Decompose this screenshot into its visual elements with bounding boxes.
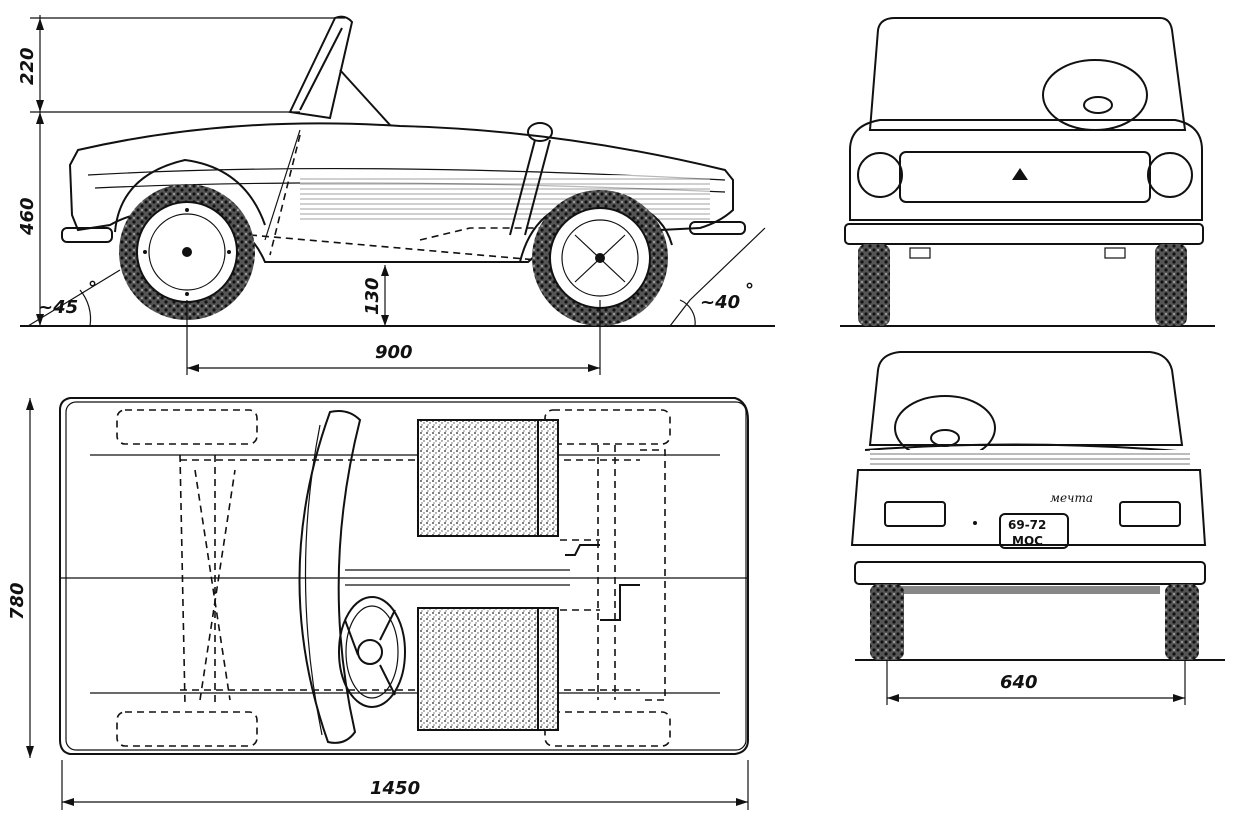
svg-text:°: ° <box>745 280 754 301</box>
license-plate-line1: 69-72 <box>1008 518 1046 532</box>
side-windshield <box>288 15 354 120</box>
dim-approach-angle: ~45 <box>38 297 78 318</box>
dim-wheelbase: 900 <box>375 342 413 363</box>
rear-body <box>850 469 1207 546</box>
top-rear-wheel-right <box>544 711 671 747</box>
front-tire-left <box>858 244 890 326</box>
svg-text:°: ° <box>88 278 97 299</box>
license-plate <box>999 513 1069 549</box>
side-rear-bumper <box>689 221 746 235</box>
front-emblem <box>1012 168 1028 180</box>
dim-height-windshield: 220 <box>17 47 38 85</box>
dim-height-body: 460 <box>17 197 38 236</box>
side-front-wheel <box>119 184 255 320</box>
rear-taillight-right <box>1119 501 1181 527</box>
dim-track: 640 <box>1000 672 1038 693</box>
top-rear-wheel-left <box>544 409 671 445</box>
rear-badge: мечта <box>1050 491 1093 505</box>
rear-tire-left <box>870 584 904 660</box>
front-body <box>849 119 1203 221</box>
license-plate-line2: МОС <box>1012 534 1043 548</box>
side-view: 220 460 130 900 ~45 ~40 ° ° <box>17 15 775 375</box>
top-seat-left <box>417 419 559 537</box>
rear-view: мечта 69-72 МОС 640 <box>850 351 1225 705</box>
dim-length: 1450 <box>370 778 420 799</box>
front-grille <box>899 151 1151 203</box>
top-windshield <box>298 410 362 744</box>
rear-bumper <box>854 561 1206 585</box>
top-steering-wheel <box>338 596 406 708</box>
front-headlight-left <box>857 152 903 198</box>
rear-taillight-left <box>884 501 946 527</box>
rear-tire-right <box>1165 584 1199 660</box>
side-front-bumper <box>61 227 113 243</box>
front-bumper <box>844 223 1204 245</box>
dim-width: 780 <box>7 582 28 620</box>
front-view <box>840 17 1215 327</box>
top-front-wheel-right <box>116 711 258 747</box>
front-tire-right <box>1155 244 1187 326</box>
top-view: 780 1450 <box>7 397 749 810</box>
rear-windshield <box>868 351 1184 446</box>
side-headrest <box>527 122 553 142</box>
dim-ground-clearance: 130 <box>362 277 383 315</box>
dim-departure-angle: ~40 <box>700 292 740 313</box>
front-headlight-right <box>1147 152 1193 198</box>
top-body-outline <box>59 397 749 755</box>
top-front-wheel-left <box>116 409 258 445</box>
top-seat-right <box>417 607 559 731</box>
front-windshield <box>868 17 1187 131</box>
